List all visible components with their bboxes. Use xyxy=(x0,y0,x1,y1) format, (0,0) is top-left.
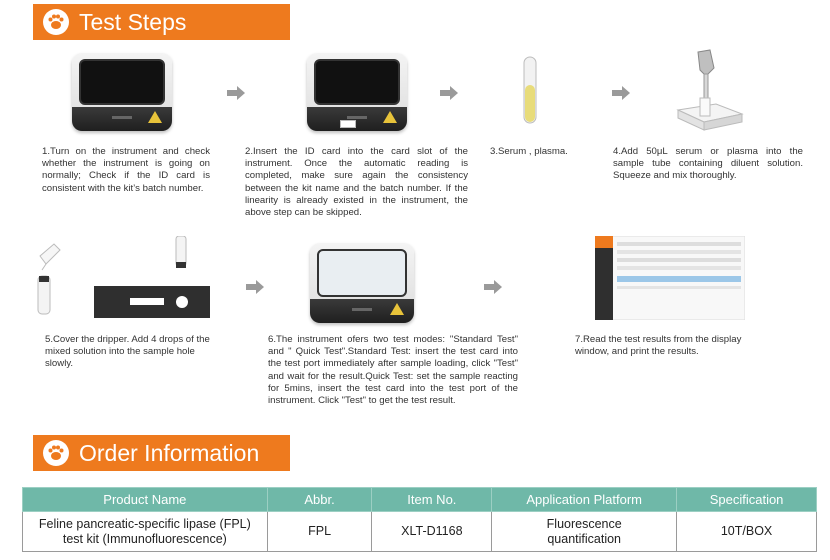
order-information-title: Order Information xyxy=(79,439,260,466)
step-6-text: 6.The instrument ofers two test modes: "… xyxy=(268,334,518,407)
serum-tube-image xyxy=(523,56,537,124)
step-3-text: 3.Serum , plasma. xyxy=(490,146,568,157)
arrow-right-icon xyxy=(612,86,630,100)
table-header-row: Product Name Abbr. Item No. Application … xyxy=(22,487,817,512)
id-card-image xyxy=(340,120,356,128)
instrument-image xyxy=(72,53,172,131)
cell-item-no: XLT-D1168 xyxy=(371,511,493,552)
arrow-right-icon xyxy=(484,280,502,294)
step-7-text: 7.Read the test results from the display… xyxy=(575,334,742,358)
paw-icon xyxy=(43,9,69,35)
header-application-platform: Application Platform xyxy=(491,487,678,512)
header-abbr: Abbr. xyxy=(266,487,373,512)
instrument-test-screen-image xyxy=(310,243,414,323)
header-product-name: Product Name xyxy=(22,487,268,512)
pipette-sample-image xyxy=(676,49,744,131)
cell-product-name: Feline pancreatic-specific lipase (FPL) … xyxy=(22,511,268,552)
step-1-text: 1.Turn on the instrument and check wheth… xyxy=(42,146,210,194)
step-2-text: 2.Insert the ID card into the card slot … xyxy=(245,146,468,219)
arrow-right-icon xyxy=(227,86,245,100)
dropper-cassette-image xyxy=(37,236,210,318)
paw-icon xyxy=(43,440,69,466)
instrument-with-card-image xyxy=(307,53,407,131)
step-4-text: 4.Add 50μL serum or plasma into the samp… xyxy=(613,146,803,182)
table-row: Feline pancreatic-specific lipase (FPL) … xyxy=(22,511,817,552)
results-window-image xyxy=(595,236,745,320)
test-steps-banner: Test Steps xyxy=(33,4,290,40)
test-steps-title: Test Steps xyxy=(79,8,187,35)
cell-specification: 10T/BOX xyxy=(676,511,817,552)
order-table: Product Name Abbr. Item No. Application … xyxy=(22,487,817,552)
header-specification: Specification xyxy=(676,487,817,512)
cell-platform: Fluorescence quantification xyxy=(491,511,678,552)
order-information-banner: Order Information xyxy=(33,435,290,471)
step-5-text: 5.Cover the dripper. Add 4 drops of the … xyxy=(45,334,210,370)
cell-abbr: FPL xyxy=(266,511,373,552)
arrow-right-icon xyxy=(246,280,264,294)
arrow-right-icon xyxy=(440,86,458,100)
header-item-no: Item No. xyxy=(371,487,493,512)
